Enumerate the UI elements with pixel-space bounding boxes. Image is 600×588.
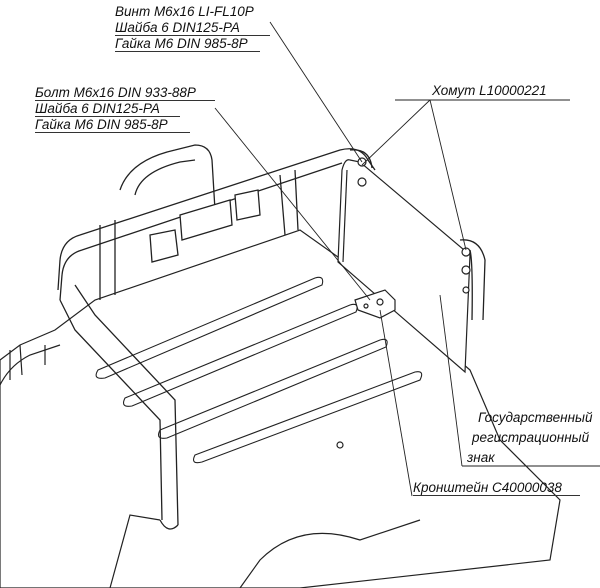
license-plate (337, 159, 471, 374)
plate-label-3: знак (467, 450, 495, 465)
cargo-floor (0, 229, 561, 588)
bolt-label-3: Гайка М6 DIN 985-8P (35, 117, 190, 133)
bracket-label: Кронштейн С40000038 (413, 480, 580, 496)
screw-label-2: Шайба 6 DIN125-PA (115, 20, 270, 36)
screw-label-3: Гайка М6 DIN 985-8P (115, 36, 260, 52)
leader-lines (214, 21, 600, 497)
bracket (354, 289, 396, 319)
floor-ribs (95, 276, 423, 464)
clamp-label: Хомут L10000221 (432, 83, 547, 98)
bolt-label-1: Болт М6х16 DIN 933-88P (35, 85, 215, 101)
clamp-lower (461, 247, 471, 257)
plate-label-1: Государственный (478, 410, 593, 425)
plate-label-2: регистрационный (472, 430, 590, 445)
screw-label-1: Винт М6х16 LI-FL10P (115, 4, 254, 19)
bolt-label-2: Шайба 6 DIN125-PA (35, 101, 180, 117)
rail-frame (57, 144, 486, 530)
